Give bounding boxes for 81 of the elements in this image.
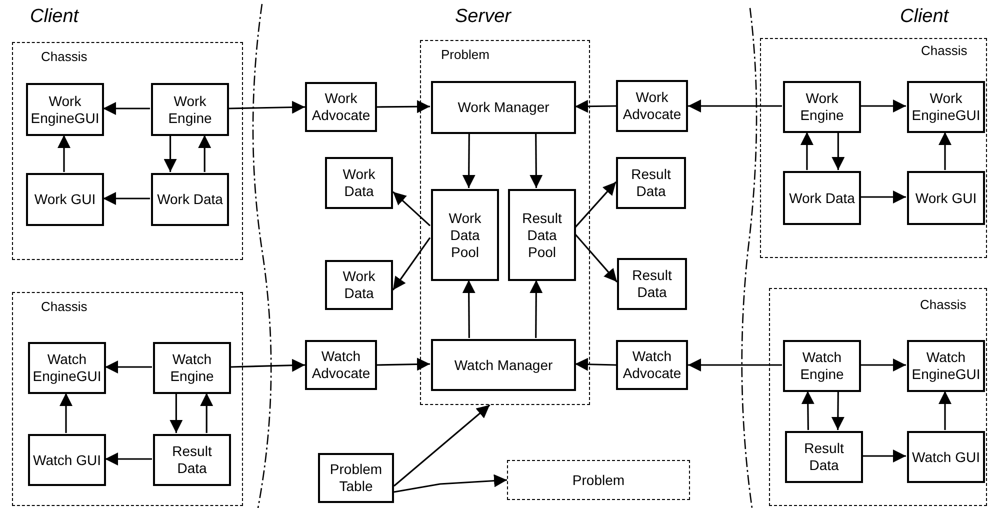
- arrow: [831, 391, 844, 430]
- group-box: [769, 288, 987, 506]
- arrow: [462, 133, 476, 188]
- arrow: [688, 100, 782, 112]
- arrow: [530, 280, 543, 338]
- process-box: Work GUI: [907, 171, 985, 225]
- arrow: [860, 358, 906, 372]
- arrow: [800, 132, 814, 170]
- process-box: Result Data: [617, 258, 687, 310]
- arrow: [462, 280, 476, 338]
- process-box: Work Advocate: [616, 80, 688, 132]
- process-box: Watch Engine: [783, 340, 861, 392]
- arrow: [574, 233, 618, 282]
- arrow: [105, 452, 152, 466]
- group-box: [420, 40, 590, 405]
- group-title: Chassis: [921, 43, 968, 58]
- arrow: [164, 135, 177, 172]
- region-label: Server: [455, 6, 511, 28]
- process-box: Work Data: [325, 157, 393, 209]
- group-title: Problem: [441, 47, 490, 62]
- region-label: Client: [30, 6, 79, 28]
- process-box: Work Engine: [151, 83, 229, 136]
- process-box: Result Data: [153, 434, 231, 486]
- group-box: [760, 38, 987, 258]
- group-title: Chassis: [41, 299, 88, 314]
- process-box: Watch EngineGUI: [28, 342, 106, 394]
- group-box: [12, 42, 243, 260]
- arrow: [58, 135, 70, 172]
- arrow: [574, 100, 616, 113]
- arrow: [938, 132, 952, 170]
- process-box: Result Data: [616, 157, 686, 209]
- process-box: Result Data Pool: [508, 189, 576, 281]
- arrow: [574, 358, 616, 371]
- arrow: [228, 100, 306, 114]
- arrow: [376, 358, 430, 371]
- process-box: Work Manager: [431, 81, 576, 134]
- arrow: [105, 360, 152, 374]
- process-box: Watch Manager: [431, 339, 576, 391]
- arrow: [393, 404, 490, 487]
- process-box: Watch Advocate: [305, 340, 377, 390]
- arrow: [230, 358, 306, 372]
- arrow: [801, 391, 814, 430]
- process-box: Watch GUI: [28, 434, 106, 486]
- arrow: [170, 393, 183, 433]
- arrow: [832, 132, 845, 170]
- process-box: Watch Advocate: [616, 340, 688, 390]
- arrow: [938, 391, 952, 430]
- group-title: Chassis: [920, 297, 966, 312]
- process-box: Watch EngineGUI: [907, 340, 985, 392]
- process-box: Work Data: [325, 260, 393, 310]
- arrow: [198, 135, 212, 172]
- arrow: [392, 237, 431, 290]
- process-box: Watch GUI: [907, 431, 985, 483]
- process-box: Result Data: [785, 431, 863, 483]
- arrow: [860, 100, 906, 112]
- arrow: [103, 192, 150, 205]
- process-box: Work Data: [783, 171, 861, 225]
- arrow: [60, 393, 72, 433]
- group-box: [12, 292, 243, 506]
- arrow: [530, 133, 543, 188]
- region-label: Client: [900, 6, 949, 28]
- group-title: Chassis: [41, 49, 88, 64]
- process-box: Work Engine: [783, 81, 861, 133]
- process-box: Work Data: [151, 173, 229, 226]
- process-box: Work Advocate: [305, 82, 377, 132]
- process-box: Work Data Pool: [431, 189, 499, 281]
- arrow: [862, 450, 906, 462]
- process-box: Problem Table: [318, 453, 394, 503]
- arrow: [200, 393, 214, 433]
- arrow: [377, 100, 430, 114]
- arrow: [392, 191, 431, 226]
- arrow: [688, 358, 782, 372]
- arrow: [394, 474, 508, 493]
- arrow: [103, 102, 150, 115]
- process-box: Work GUI: [26, 173, 104, 226]
- process-box: Work EngineGUI: [907, 81, 985, 133]
- dashed-box: Problem: [507, 460, 690, 500]
- process-box: Watch Engine: [153, 342, 231, 394]
- arrow: [574, 181, 617, 228]
- process-box: Work EngineGUI: [26, 83, 104, 136]
- arrow: [860, 190, 906, 204]
